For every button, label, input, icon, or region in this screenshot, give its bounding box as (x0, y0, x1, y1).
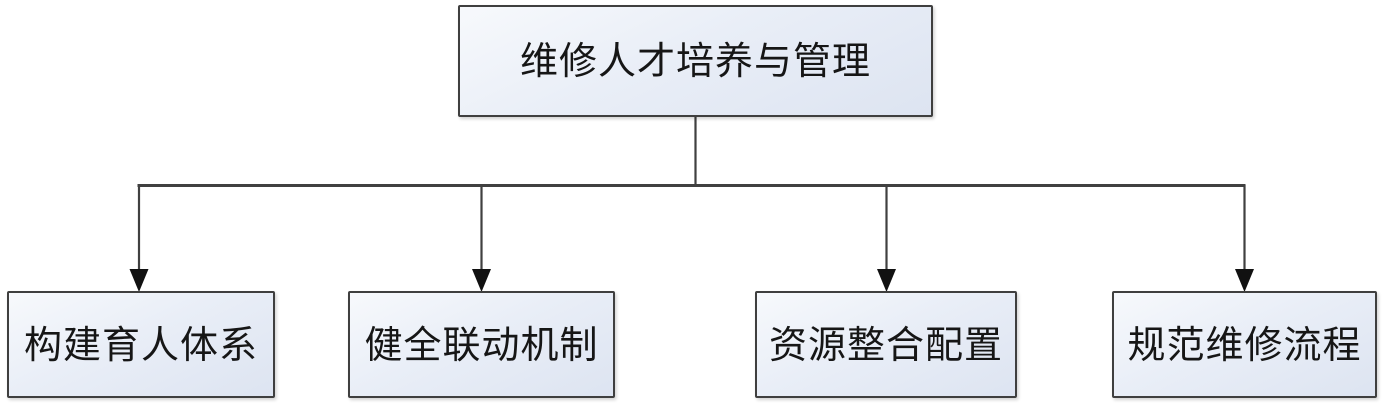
node-child-4-label: 规范维修流程 (1127, 322, 1362, 367)
arrowhead-1-icon (129, 269, 149, 292)
arrowhead-4-icon (1235, 269, 1254, 292)
arrowhead-2-icon (472, 269, 491, 292)
node-child-4: 规范维修流程 (1112, 291, 1377, 398)
node-root: 维修人才培养与管理 (458, 5, 933, 117)
node-child-3-label: 资源整合配置 (768, 322, 1003, 367)
node-child-1: 构建育人体系 (7, 291, 275, 398)
node-child-2: 健全联动机制 (348, 291, 615, 398)
node-child-2-label: 健全联动机制 (364, 322, 599, 367)
node-child-3: 资源整合配置 (755, 291, 1017, 398)
node-child-1-label: 构建育人体系 (23, 322, 258, 367)
arrowhead-3-icon (877, 269, 896, 292)
node-root-label: 维修人才培养与管理 (519, 39, 871, 83)
